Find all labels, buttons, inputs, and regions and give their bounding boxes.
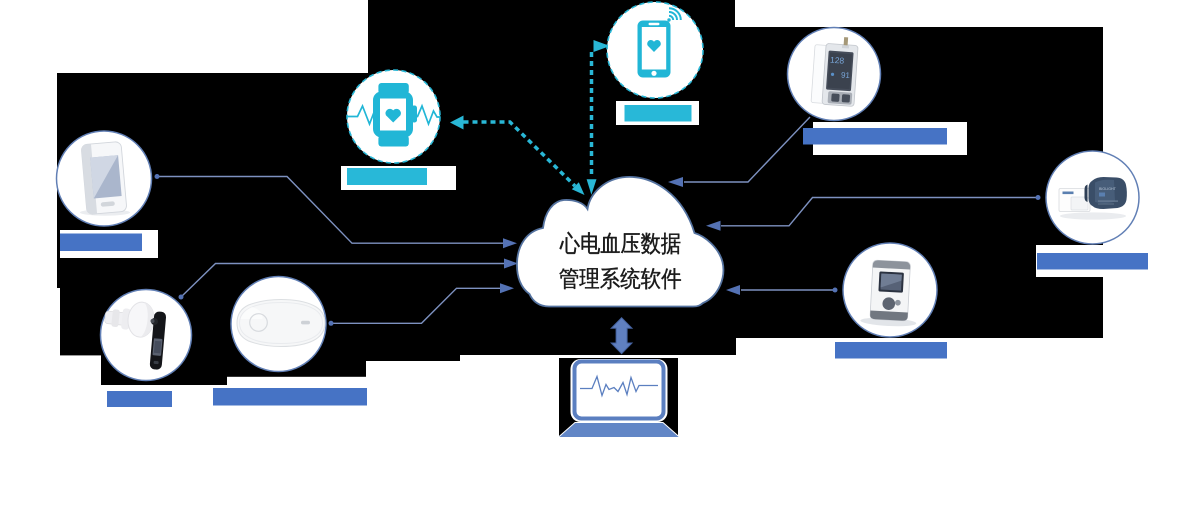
svg-text:91: 91	[841, 71, 851, 81]
svg-text:128: 128	[830, 55, 845, 66]
svg-text:BIOLIGHT: BIOLIGHT	[1099, 187, 1117, 191]
